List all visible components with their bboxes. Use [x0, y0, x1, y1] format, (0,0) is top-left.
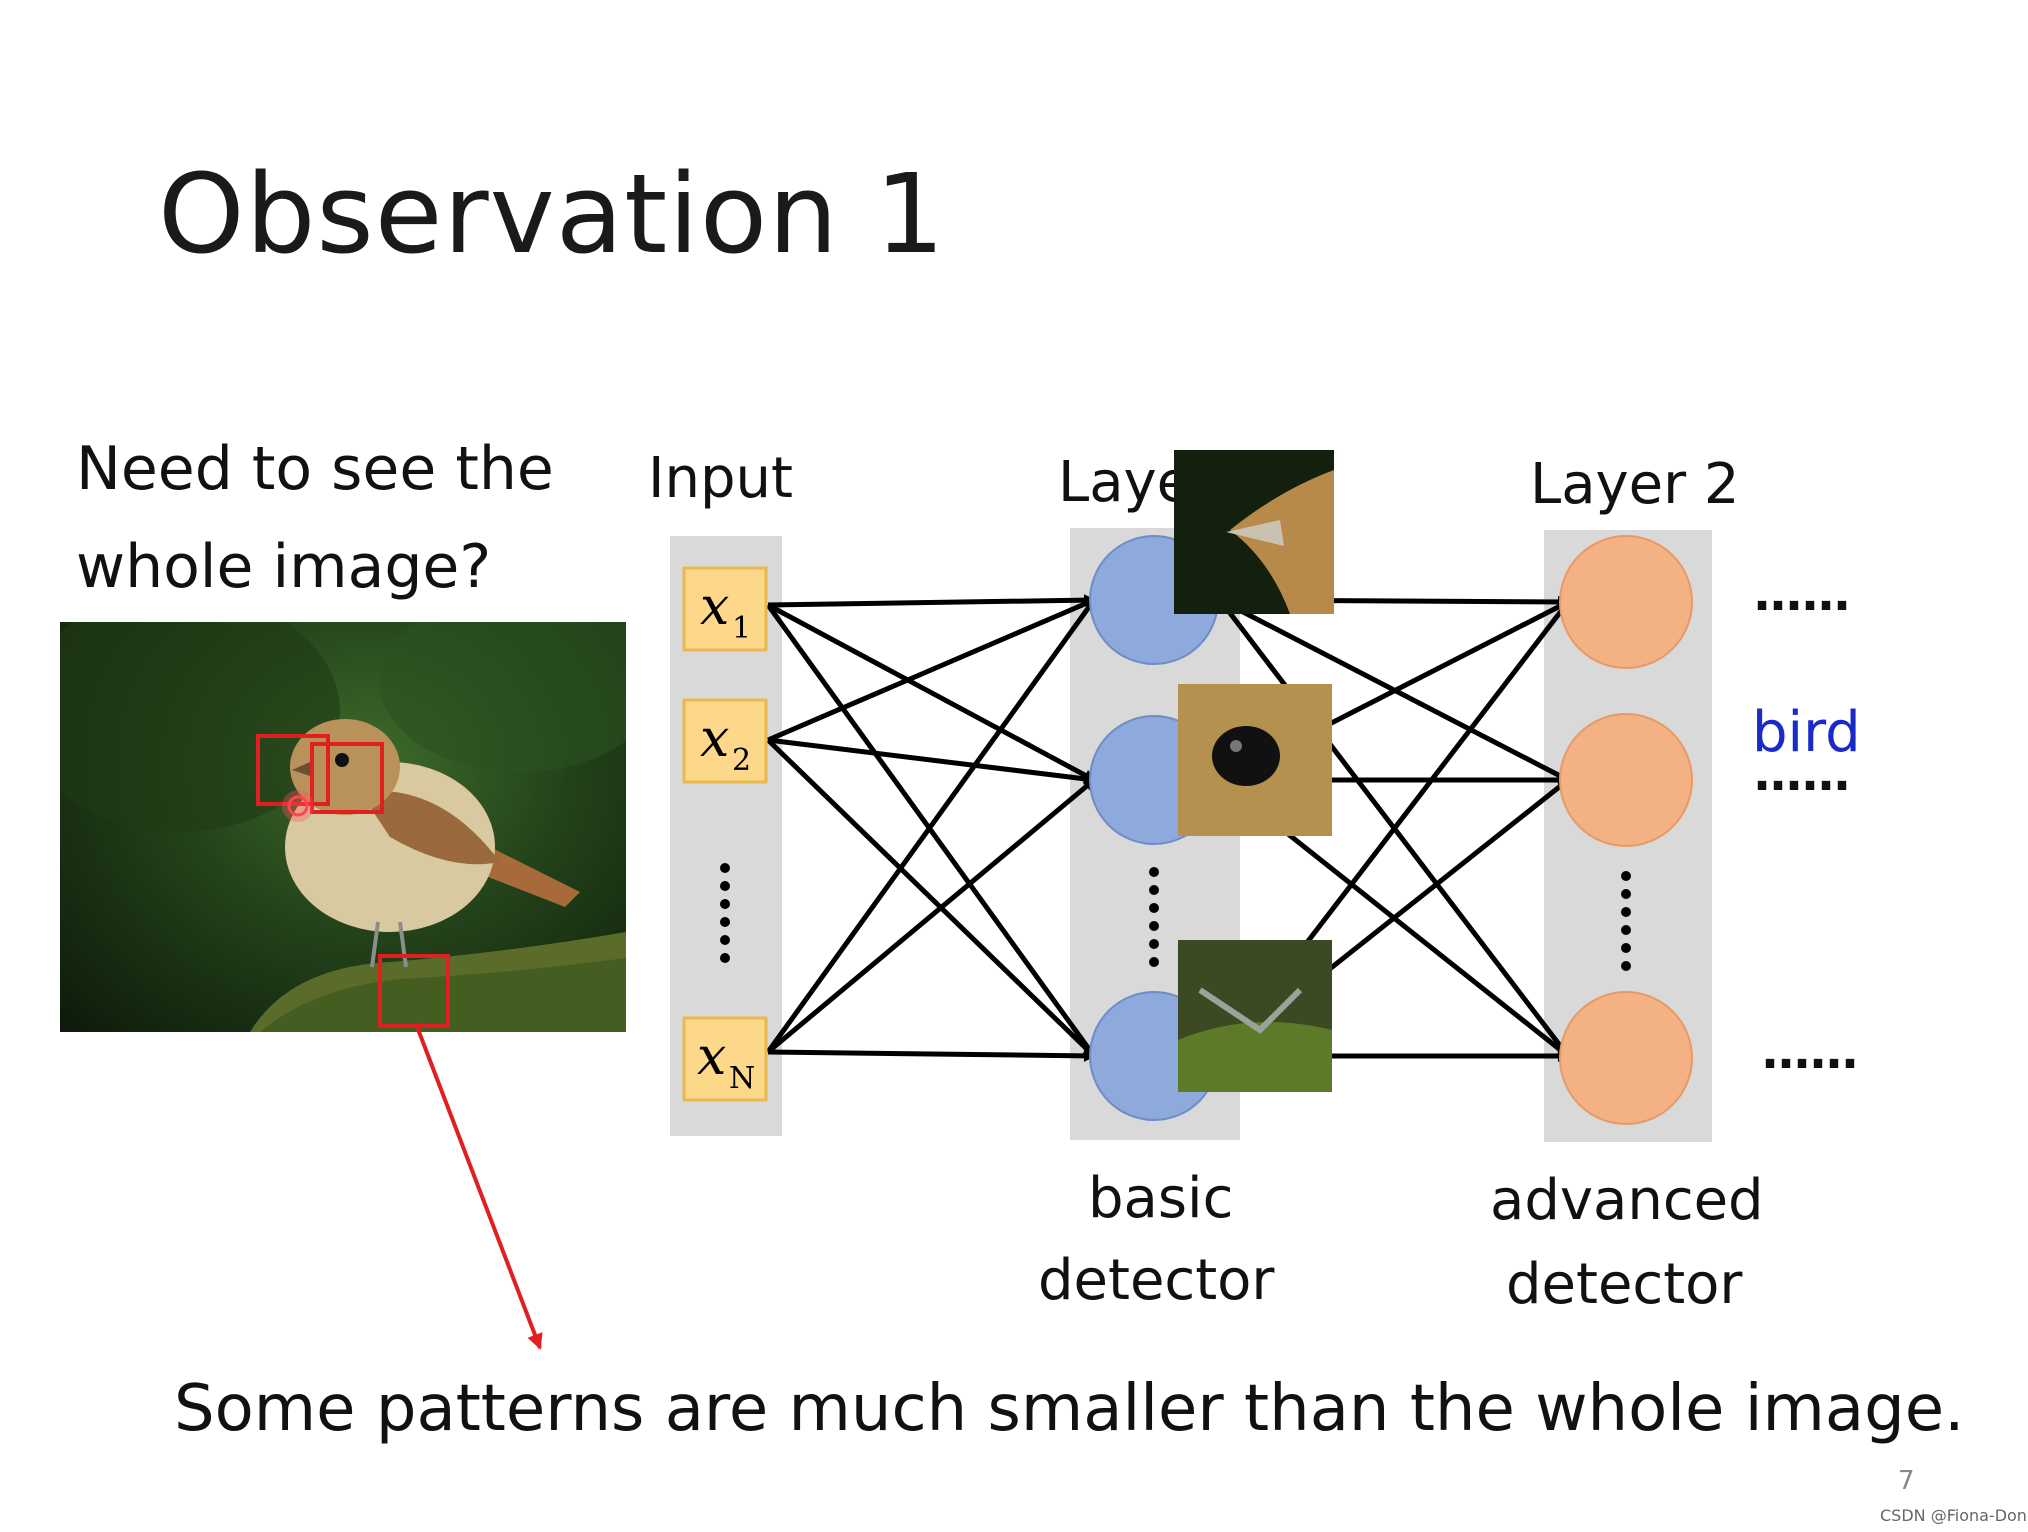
layer2-caption-line-2: detector	[1506, 1252, 1743, 1317]
bird-label: bird	[1752, 700, 1861, 765]
claw-patch	[1178, 940, 1332, 1092]
output-mid-ellipsis: ……	[1754, 746, 1850, 802]
claw-highlight-box	[378, 954, 450, 1028]
layer1-to-layer2-edges	[1218, 595, 1570, 1062]
input-node-1	[682, 566, 768, 652]
output-bottom-ellipsis: ……	[1762, 1024, 1858, 1080]
layer1-node-2	[1089, 715, 1219, 845]
input-node-1-var: x	[700, 577, 729, 637]
layer1-caption-line-2: detector	[1038, 1248, 1275, 1313]
input-node-n-var: x	[697, 1027, 726, 1087]
layer1-ellipsis	[1149, 867, 1159, 967]
eye-highlight-box	[310, 742, 384, 814]
input-node-n-sub: N	[729, 1061, 755, 1096]
bird-beak	[292, 762, 310, 776]
layer2-node-3	[1559, 991, 1693, 1125]
layer2-node-1	[1559, 535, 1693, 669]
layer1-column	[1070, 528, 1240, 1140]
pattern-arrow	[414, 1023, 543, 1350]
page-number: 7	[1898, 1466, 1915, 1496]
input-node-2	[682, 698, 768, 784]
input-to-layer1-edges	[765, 594, 1097, 1062]
layer2-label: Layer 2	[1530, 452, 1740, 517]
input-ellipsis	[720, 863, 730, 963]
question-line-1: Need to see the	[76, 434, 554, 504]
question-text: Need to see the whole image?	[76, 420, 554, 616]
question-line-2: whole image?	[76, 532, 492, 602]
layer1-node-1	[1089, 535, 1219, 665]
input-label: Input	[648, 446, 794, 511]
output-top-ellipsis: ……	[1754, 566, 1850, 622]
watermark: CSDN @Fiona-Dong	[1880, 1506, 2028, 1525]
input-node-1-sub: 1	[732, 611, 751, 646]
input-node-2-sub: 2	[732, 743, 751, 778]
input-node-2-var: x	[700, 709, 729, 769]
caption: Some patterns are much smaller than the …	[174, 1372, 1965, 1446]
bird-photo	[60, 622, 626, 1032]
slide-title: Observation 1	[158, 150, 946, 278]
layer1-label: Layer 1	[1058, 450, 1174, 515]
layer2-node-2	[1559, 713, 1693, 847]
layer1-caption-line-1: basic	[1088, 1166, 1234, 1231]
eye-patch	[1178, 684, 1332, 836]
layer2-ellipsis	[1621, 871, 1631, 971]
bird-eye	[335, 753, 349, 767]
bird-illustration	[60, 622, 626, 1032]
layer1-node-3	[1089, 991, 1219, 1121]
layer2-caption-line-1: advanced	[1490, 1168, 1764, 1233]
input-column	[670, 536, 782, 1136]
layer2-column	[1544, 530, 1712, 1142]
beak-highlight-box	[256, 734, 330, 806]
bird-wing	[360, 790, 500, 865]
input-node-n	[682, 1016, 768, 1102]
beak-patch	[1174, 450, 1334, 614]
